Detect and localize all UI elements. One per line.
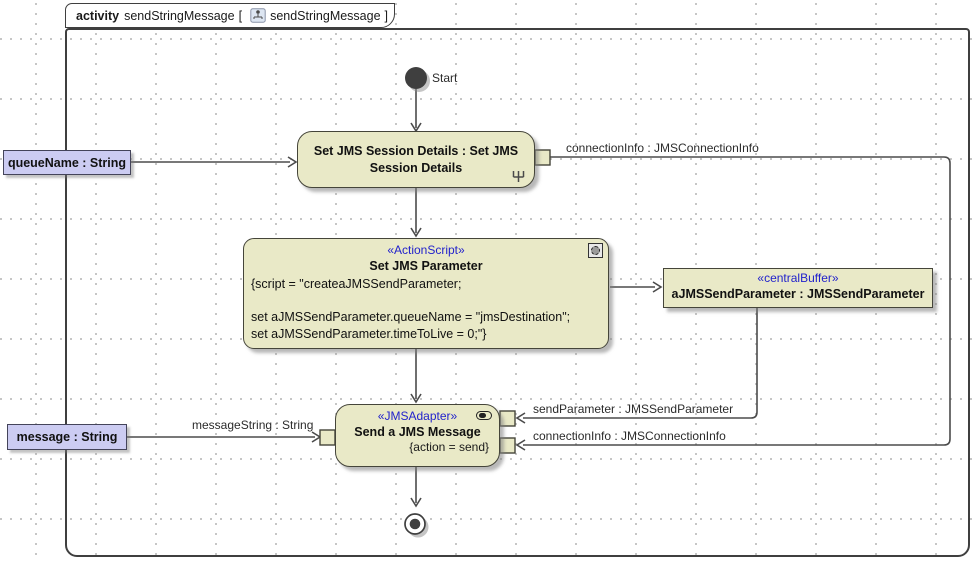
initial-node-label: Start xyxy=(432,71,458,85)
gear-icon xyxy=(588,243,603,258)
buffer-name: aJMSSendParameter : JMSSendParameter xyxy=(671,287,925,301)
label-sendparameter: sendParameter : JMSSendParameter xyxy=(533,402,734,416)
action-name: Set JMS Parameter xyxy=(369,259,483,273)
label-connectioninfo-top: connectionInfo : JMSConnectionInfo xyxy=(566,141,759,155)
final-node-core xyxy=(409,518,421,530)
pin-connectioninfo-out[interactable] xyxy=(534,149,551,166)
script-line: set aJMSSendParameter.timeToLive = 0;"} xyxy=(251,326,487,341)
label-messagestring: messageString : String xyxy=(192,418,314,432)
stereotype-centralbuffer: «centralBuffer» xyxy=(757,271,839,285)
diagram-frame xyxy=(65,28,970,557)
label-connectioninfo-bottom: connectionInfo : JMSConnectionInfo xyxy=(533,429,726,443)
action-set-jms-session-details[interactable]: Set JMS Session Details : Set JMS Sessio… xyxy=(297,131,535,188)
pin-connectioninfo-in[interactable] xyxy=(499,437,516,454)
parameter-node-queuename[interactable]: queueName : String xyxy=(3,150,131,175)
script-line xyxy=(251,293,601,310)
edge-connectioninfo xyxy=(523,156,951,446)
stereotype-jmsadapter: «JMSAdapter» xyxy=(377,409,458,423)
script-body: {script = "createaJMSSendParameter; set … xyxy=(244,274,608,342)
arrowhead-into-buffer xyxy=(652,281,663,293)
parameter-node-message[interactable]: message : String xyxy=(7,424,127,450)
initial-node[interactable] xyxy=(405,67,427,89)
frame-ref-close: ] xyxy=(384,8,389,23)
rake-icon xyxy=(512,171,525,182)
action-name: Set JMS Session Details : Set JMS Sessio… xyxy=(313,143,519,175)
script-line: {script = "createaJMSSendParameter; xyxy=(251,277,462,291)
diagram-frame-header[interactable]: activity sendStringMessage [ sendStringM… xyxy=(65,3,395,28)
frame-keyword: activity xyxy=(76,8,120,23)
parameter-label: message : String xyxy=(16,430,118,444)
frame-ref-name: sendStringMessage xyxy=(270,8,381,23)
action-set-jms-parameter[interactable]: «ActionScript» Set JMS Parameter {script… xyxy=(243,238,609,349)
frame-ref-open: [ xyxy=(238,8,243,23)
edge-sendparameter xyxy=(523,308,758,419)
pin-sendparameter-in[interactable] xyxy=(499,410,516,427)
activity-diagram-icon xyxy=(250,8,266,23)
action-name: Send a JMS Message xyxy=(354,425,481,439)
arrowhead-queuename xyxy=(287,156,298,168)
action-constraint: {action = send} xyxy=(409,440,489,454)
parameter-label: queueName : String xyxy=(7,155,127,170)
arrowhead-into-set-parameter xyxy=(410,227,422,238)
adapter-icon xyxy=(476,411,492,420)
arrowhead-connectioninfo-in xyxy=(515,439,526,451)
arrowhead-sendparameter-in xyxy=(515,412,526,424)
stereotype-actionscript: «ActionScript» xyxy=(387,243,465,257)
frame-name: sendStringMessage xyxy=(124,8,235,23)
arrowhead-into-send xyxy=(410,393,422,404)
action-send-a-jms-message[interactable]: «JMSAdapter» Send a JMS Message {action … xyxy=(335,404,500,467)
pin-message-in[interactable] xyxy=(319,429,336,446)
central-buffer-ajmssendparameter[interactable]: «centralBuffer» aJMSSendParameter : JMSS… xyxy=(663,268,933,308)
script-line: set aJMSSendParameter.queueName = "jmsDe… xyxy=(251,310,571,324)
arrowhead-into-final xyxy=(410,497,422,508)
